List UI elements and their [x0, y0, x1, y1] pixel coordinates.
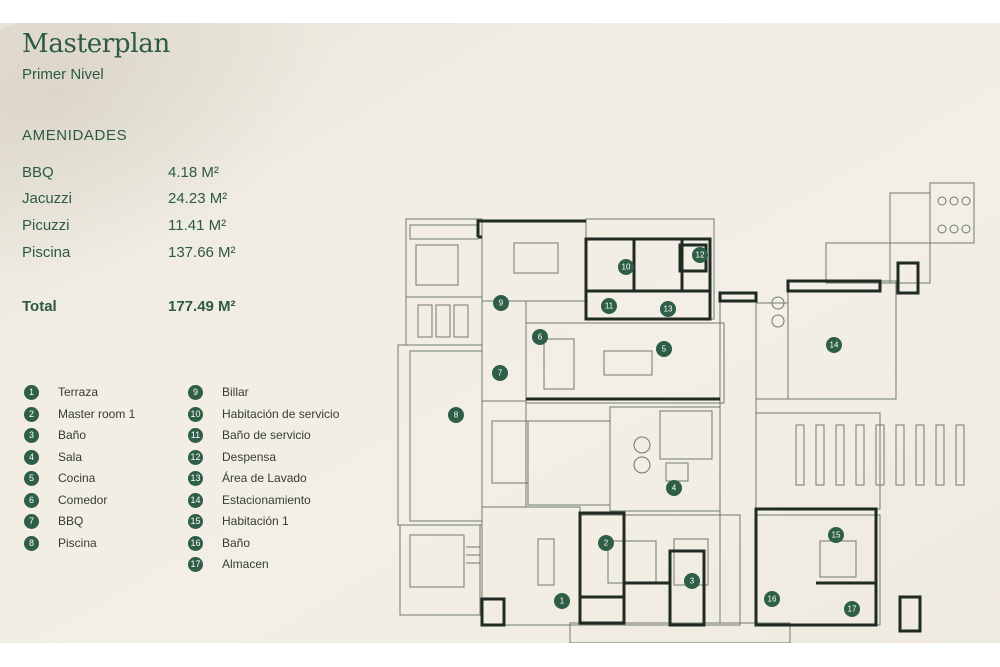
- plan-marker: [844, 601, 860, 617]
- amenities-heading: AMENIDADES: [22, 127, 128, 144]
- legend-badge: 11: [188, 428, 203, 443]
- legend-label: Estacionamiento: [222, 493, 311, 507]
- floor-plan: 1 2 3 4 5 6 7 8 9 10 11 12 13 1: [397, 182, 975, 643]
- legend-label: Habitación 1: [222, 514, 289, 528]
- plan-marker-label: 16: [768, 595, 777, 604]
- amenity-area: 11.41 M²: [168, 217, 227, 234]
- legend-badge: 3: [24, 428, 39, 443]
- legend-label: Cocina: [58, 471, 96, 485]
- legend-badge: 5: [24, 471, 39, 486]
- legend-badge: 1: [24, 385, 39, 400]
- legend-badge: 2: [24, 407, 39, 422]
- total-label: Total: [22, 298, 57, 315]
- amenity-area: 24.23 M²: [168, 190, 228, 207]
- plan-walls: [476, 219, 922, 633]
- plan-markers: 1 2 3 4 5 6 7 8 9 10 11 12 13 1: [448, 247, 860, 617]
- plan-marker-label: 7: [498, 369, 503, 378]
- legend-badge: 4: [24, 450, 39, 465]
- plan-marker: [598, 535, 614, 551]
- plan-marker: [764, 591, 780, 607]
- plan-marker-label: 1: [560, 597, 565, 606]
- amenity-name: Picuzzi: [22, 217, 70, 234]
- plan-marker: [493, 295, 509, 311]
- amenity-name: Jacuzzi: [22, 190, 73, 207]
- total-area: 177.49 M²: [168, 298, 236, 315]
- legend-badge: 9: [188, 385, 203, 400]
- plan-marker-label: 2: [604, 539, 609, 548]
- plan-marker-label: 9: [499, 299, 504, 308]
- plan-marker-label: 5: [662, 345, 667, 354]
- legend-badge: 6: [24, 493, 39, 508]
- plan-marker-label: 14: [830, 341, 839, 350]
- plan-marker: [826, 337, 842, 353]
- plan-marker-label: 6: [538, 333, 543, 342]
- legend-label: Baño: [58, 428, 87, 442]
- plan-marker-label: 11: [605, 302, 614, 311]
- masterplan-sheet: Masterplan Primer Nivel AMENIDADES BBQ 4…: [0, 23, 1000, 643]
- plan-marker: [660, 301, 676, 317]
- plan-marker: [448, 407, 464, 423]
- legend-badge: 17: [188, 557, 203, 572]
- amenity-name: Piscina: [22, 244, 71, 261]
- plan-marker: [618, 259, 634, 275]
- plan-outlines: [397, 182, 975, 643]
- plan-marker-label: 10: [622, 263, 631, 272]
- legend-label: Master room 1: [58, 407, 136, 421]
- plan-marker: [554, 593, 570, 609]
- legend-badge: 13: [188, 471, 203, 486]
- plan-marker: [684, 573, 700, 589]
- plan-marker: [492, 365, 508, 381]
- plan-marker-label: 3: [690, 577, 695, 586]
- legend-badge: 15: [188, 514, 203, 529]
- legend-badge: 7: [24, 514, 39, 529]
- page-subtitle: Primer Nivel: [22, 66, 104, 83]
- legend-label: Comedor: [58, 493, 108, 507]
- legend-label: Almacen: [222, 557, 269, 571]
- plan-marker-label: 17: [848, 605, 857, 614]
- plan-marker: [656, 341, 672, 357]
- legend-label: Área de Lavado: [222, 471, 307, 485]
- legend-badge: 8: [24, 536, 39, 551]
- plan-marker: [666, 480, 682, 496]
- plan-marker-label: 15: [832, 531, 841, 540]
- amenity-name: BBQ: [22, 164, 54, 181]
- legend-badge: 10: [188, 407, 203, 422]
- legend-label: Sala: [58, 450, 83, 464]
- plan-marker-label: 8: [454, 411, 459, 420]
- legend-label: Baño: [222, 536, 251, 550]
- amenity-area: 4.18 M²: [168, 164, 219, 181]
- plan-marker: [692, 247, 708, 263]
- legend-label: Piscina: [58, 536, 97, 550]
- legend-badge: 12: [188, 450, 203, 465]
- legend-label: Terraza: [58, 385, 99, 399]
- plan-marker-label: 4: [672, 484, 677, 493]
- plan-marker-label: 12: [696, 251, 705, 260]
- plan-marker-label: 13: [664, 305, 673, 314]
- legend-label: Despensa: [222, 450, 277, 464]
- legend-badge: 16: [188, 536, 203, 551]
- plan-marker: [532, 329, 548, 345]
- legend-label: Habitación de servicio: [222, 407, 340, 421]
- plan-marker: [828, 527, 844, 543]
- page-title: Masterplan: [22, 29, 170, 59]
- plan-marker: [601, 298, 617, 314]
- legend-label: Billar: [222, 385, 249, 399]
- legend-badge: 14: [188, 493, 203, 508]
- amenity-area: 137.66 M²: [168, 244, 236, 261]
- legend-label: Baño de servicio: [222, 428, 311, 442]
- legend-label: BBQ: [58, 514, 84, 528]
